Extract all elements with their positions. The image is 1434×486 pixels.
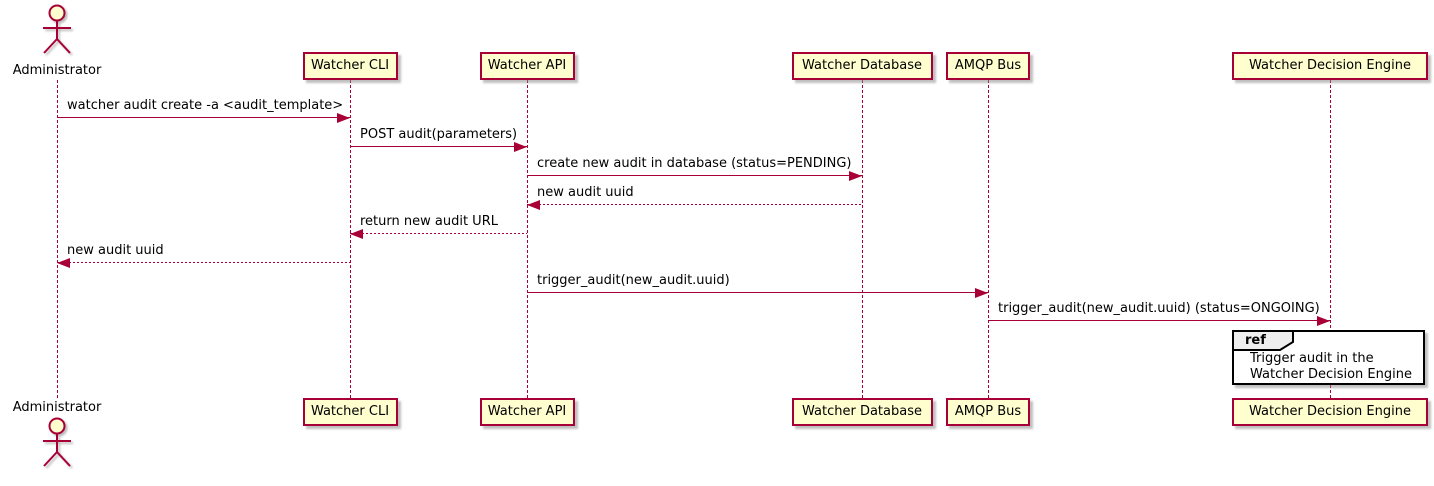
message-line-3	[527, 204, 862, 205]
lifeline-watcher-cli	[349, 80, 351, 398]
participant-watcher-decision-engine-bottom: Watcher Decision Engine	[1232, 398, 1428, 426]
ref-tab-label: ref	[1245, 333, 1266, 348]
message-label-6: trigger_audit(new_audit.uuid)	[537, 273, 730, 288]
message-arrowhead-3	[527, 199, 540, 210]
message-arrowhead-0	[337, 112, 350, 123]
message-label-7: trigger_audit(new_audit.uuid) (status=ON…	[998, 301, 1320, 316]
message-line-1	[350, 146, 527, 147]
message-line-5	[57, 262, 350, 263]
lifeline-watcher-api	[526, 80, 528, 398]
message-line-7	[988, 320, 1330, 321]
message-line-0	[57, 117, 350, 118]
message-arrowhead-7	[1317, 315, 1330, 326]
message-label-0: watcher audit create -a <audit_template>	[67, 98, 344, 113]
message-label-3: new audit uuid	[537, 185, 634, 200]
message-arrowhead-5	[57, 257, 70, 268]
message-line-6	[527, 292, 988, 293]
participant-watcher-cli-top: Watcher CLI	[302, 52, 398, 80]
message-line-4	[350, 233, 527, 234]
message-arrowhead-4	[350, 228, 363, 239]
message-label-4: return new audit URL	[360, 214, 498, 229]
actor-label-administrator-bottom: Administrator	[12, 400, 102, 415]
participant-amqp-bus-bottom: AMQP Bus	[946, 398, 1030, 426]
participant-watcher-database-bottom: Watcher Database	[791, 398, 933, 426]
lifeline-watcher-decision-engine	[1329, 80, 1331, 398]
message-arrowhead-6	[975, 287, 988, 298]
actor-label-administrator-top: Administrator	[12, 63, 102, 78]
participant-watcher-api-top: Watcher API	[479, 52, 575, 80]
ref-tab	[1232, 330, 1294, 351]
participant-amqp-bus-top: AMQP Bus	[946, 52, 1030, 80]
message-arrowhead-2	[849, 170, 862, 181]
participant-watcher-decision-engine-top: Watcher Decision Engine	[1232, 52, 1428, 80]
participant-watcher-api-bottom: Watcher API	[479, 398, 575, 426]
actor-icon	[43, 417, 71, 467]
ref-text-line-0: Trigger audit in the	[1250, 351, 1374, 366]
participant-watcher-database-top: Watcher Database	[791, 52, 933, 80]
message-label-1: POST audit(parameters)	[360, 127, 518, 142]
lifeline-watcher-database	[861, 80, 863, 398]
lifeline-amqp-bus	[987, 80, 989, 398]
participant-watcher-cli-bottom: Watcher CLI	[302, 398, 398, 426]
message-arrowhead-1	[514, 141, 527, 152]
ref-text-line-1: Watcher Decision Engine	[1250, 367, 1412, 382]
message-label-2: create new audit in database (status=PEN…	[537, 156, 852, 171]
message-line-2	[527, 175, 862, 176]
lifeline-administrator	[56, 80, 58, 398]
actor-icon	[43, 4, 71, 54]
message-label-5: new audit uuid	[67, 243, 164, 258]
